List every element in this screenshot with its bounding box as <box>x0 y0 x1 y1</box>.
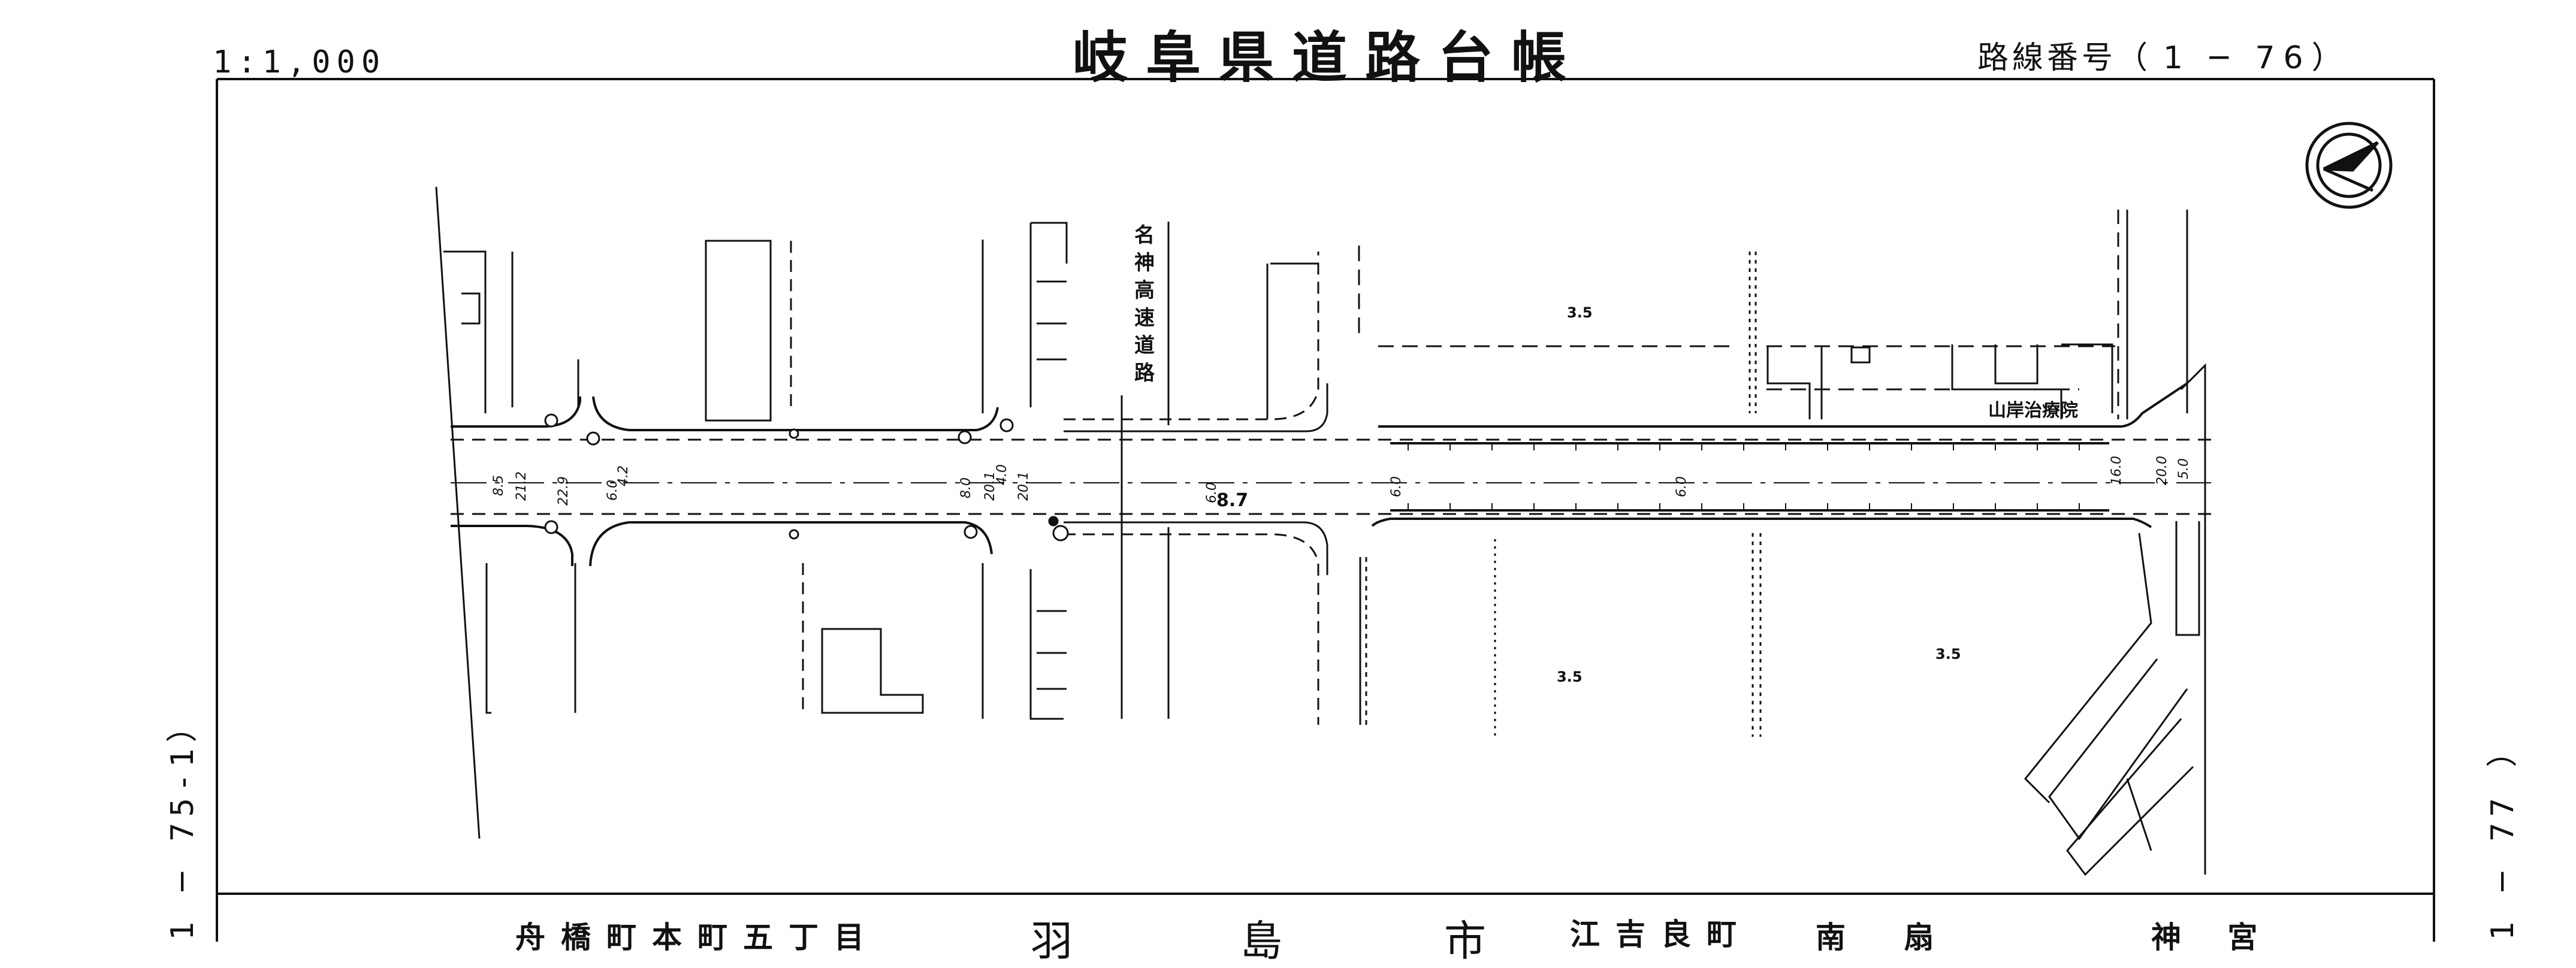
city-name-1: 羽 <box>1031 916 1073 966</box>
district-egira: 江吉良町 <box>1570 916 1752 952</box>
south-zone-width-b: 3.5 <box>1935 646 1961 663</box>
dim-50: 5.0 <box>2176 458 2191 479</box>
route-close: ） <box>2311 40 2347 76</box>
scale-label: 1:1,000 <box>213 44 386 80</box>
city-name-2: 島 <box>1240 916 1282 966</box>
district-jingu: 神 宮 <box>2151 919 2276 955</box>
district-minami-ogi: 南 扇 <box>1816 919 1958 955</box>
south-zone-width-a: 3.5 <box>1557 668 1583 685</box>
curb-ticks <box>1408 443 2080 510</box>
north-arrow-icon <box>2305 122 2393 209</box>
dim-85: 8.5 <box>491 475 506 496</box>
district-funahashi: 舟橋町本町五丁目 <box>515 919 880 955</box>
dim-212: 21.2 <box>514 471 529 501</box>
dim-80: 8.0 <box>959 477 974 498</box>
expressway-lines <box>1121 222 1170 719</box>
dim-40: 4.0 <box>995 464 1010 485</box>
expressway-label: 名神高速道路 <box>1134 223 1155 385</box>
dim-200: 20.0 <box>2155 456 2170 485</box>
lane-width-c: 6.0 <box>1674 476 1689 497</box>
lane-width-a: 6.0 <box>1204 482 1219 503</box>
lane-width-b: 6.0 <box>1389 476 1404 497</box>
route-number-value: 1 ─ 76 <box>2163 40 2312 76</box>
parcels <box>435 186 2206 876</box>
city-name-3: 市 <box>1444 916 1486 966</box>
dim-229: 22.9 <box>556 476 571 506</box>
dim-201b: 20.1 <box>1016 471 1031 501</box>
utility-markers <box>544 413 1069 542</box>
route-number: 路線番号（ 1 ─ 76） <box>1977 32 2347 77</box>
dim-160: 16.0 <box>2109 456 2124 485</box>
main-road <box>451 252 2211 725</box>
dim-42: 4.2 <box>616 465 631 486</box>
clinic-label: 山岸治療院 <box>1988 400 2078 421</box>
road-ledger-drawing <box>216 78 2435 942</box>
north-zone-width: 3.5 <box>1567 304 1593 321</box>
main-road-width: 8.7 <box>1216 490 1249 511</box>
route-label: 路線番号（ <box>1977 40 2152 76</box>
